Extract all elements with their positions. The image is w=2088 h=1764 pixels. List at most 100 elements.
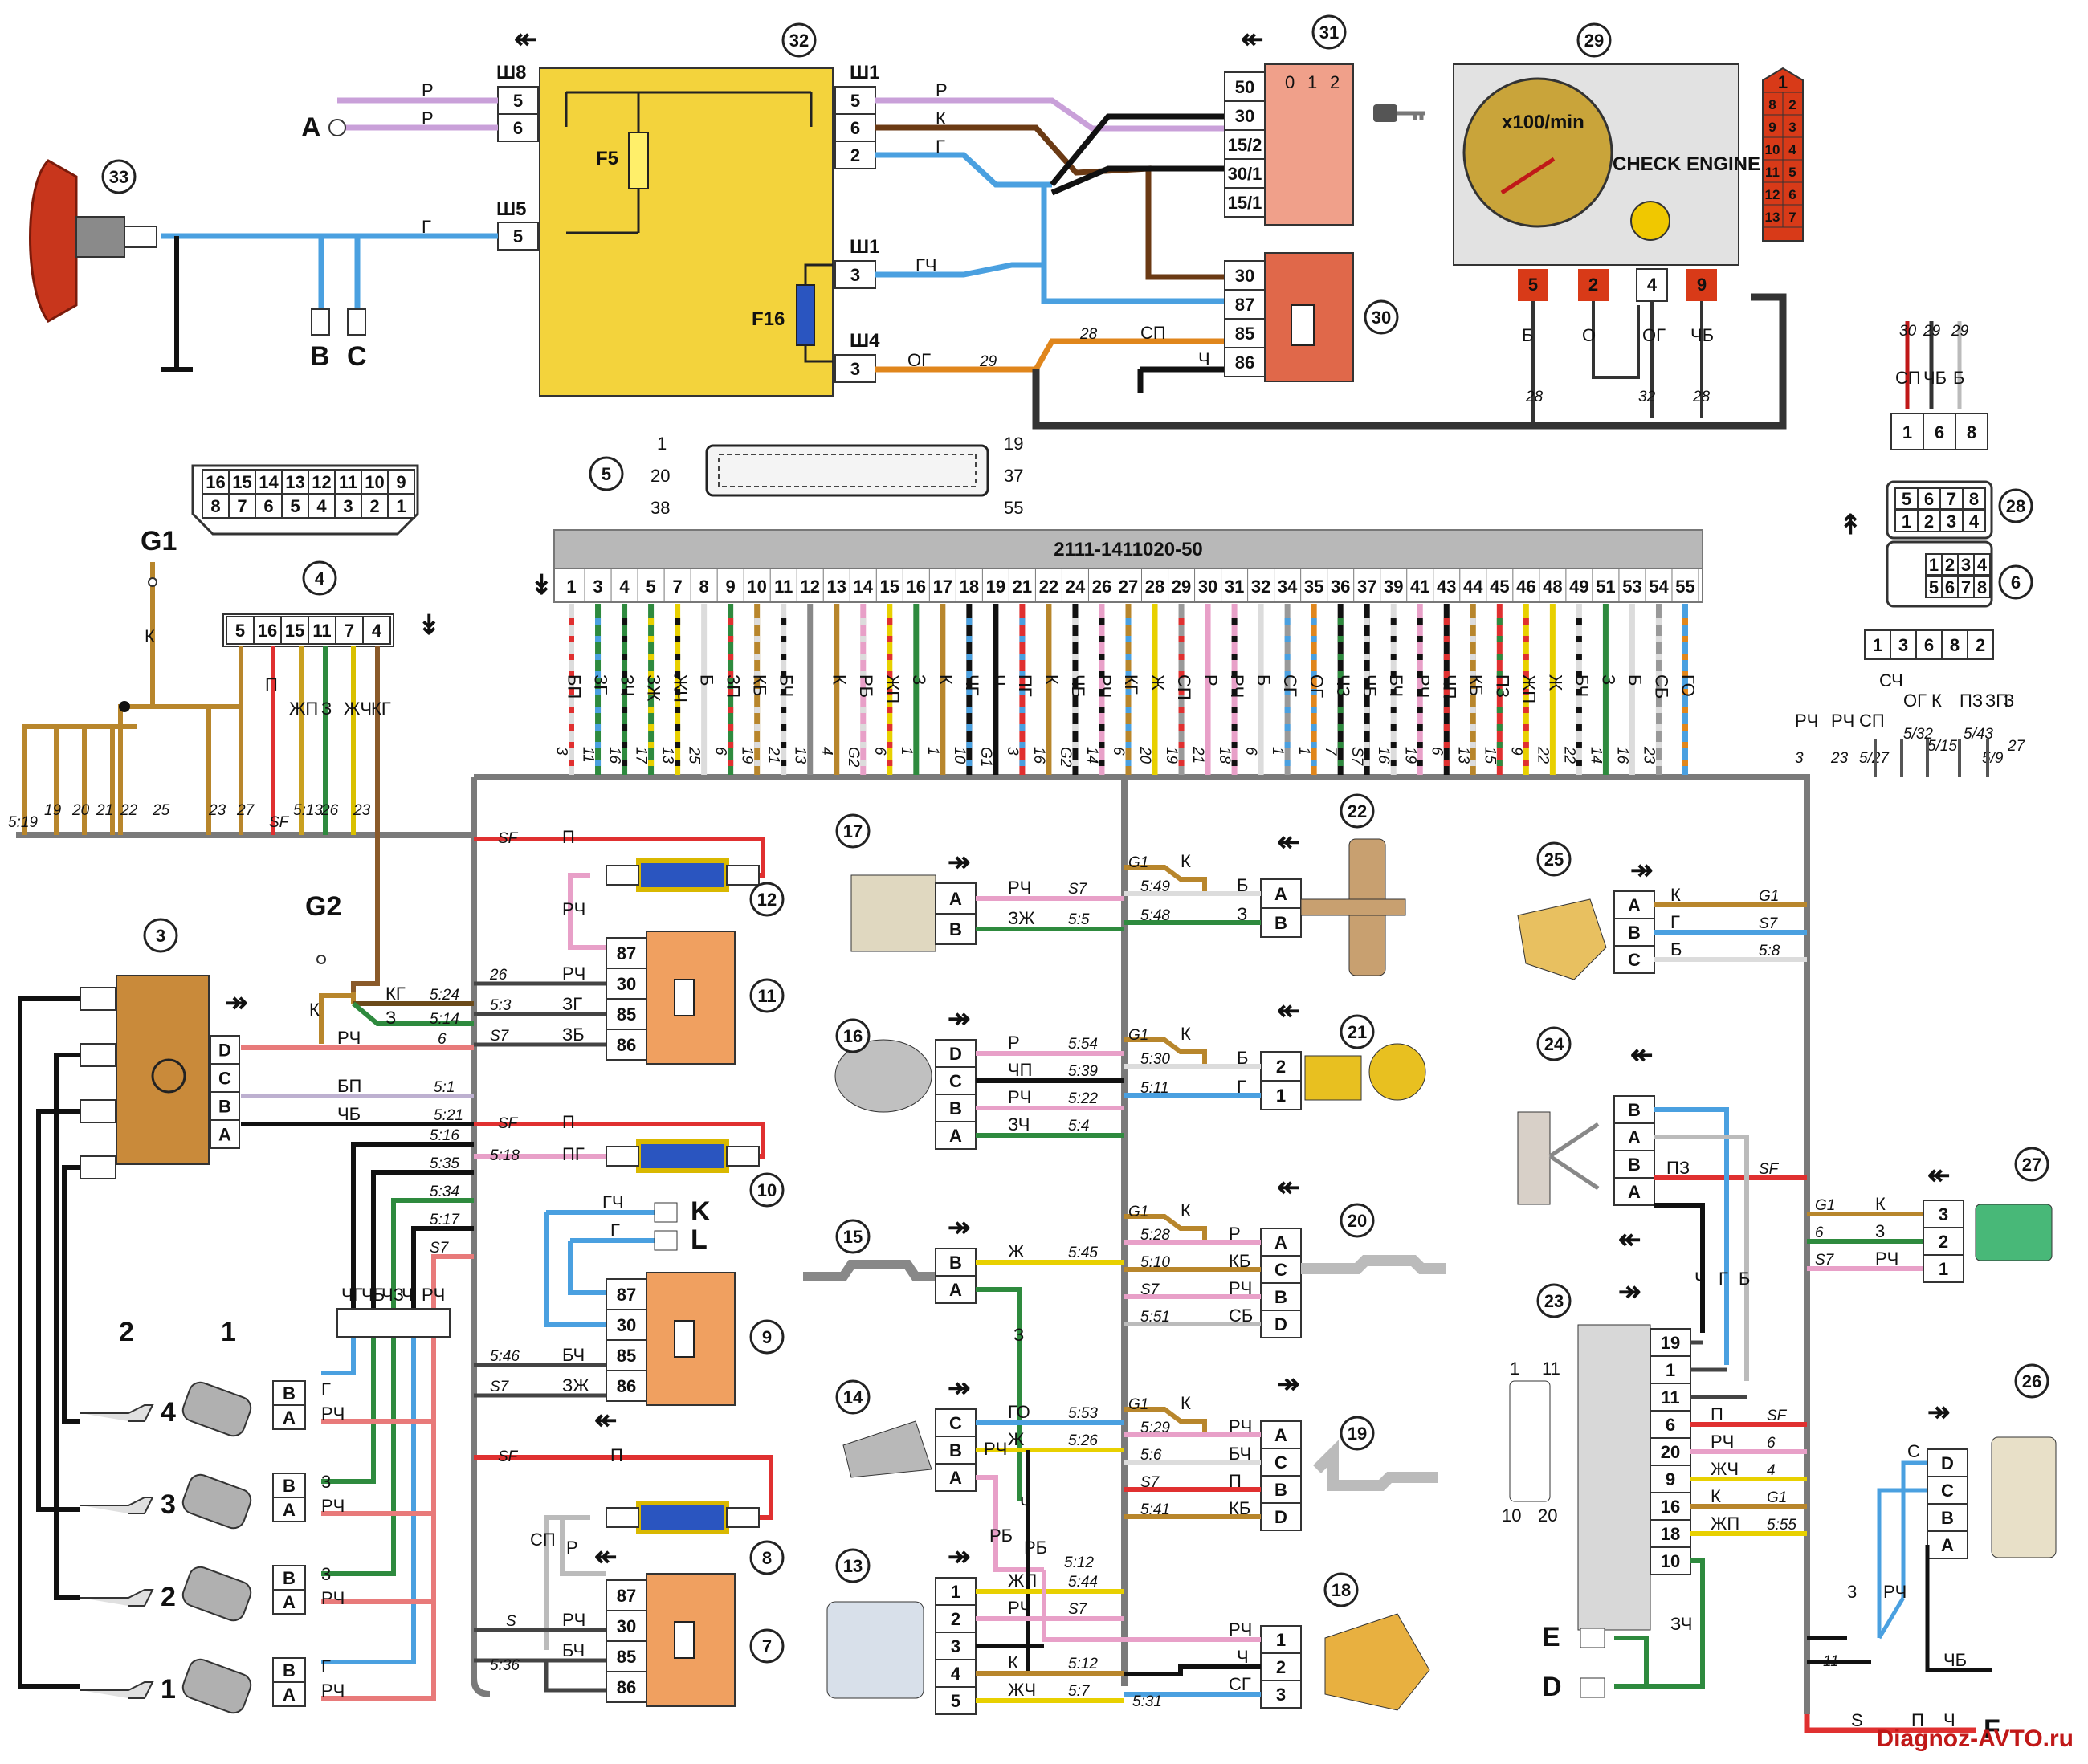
component-number: 3	[156, 926, 165, 946]
wire-label: Р	[422, 108, 434, 128]
immo-pin: 20	[1661, 1442, 1680, 1462]
ecu-wire-ref: 15	[1481, 747, 1498, 764]
wire-ref: 5:3	[490, 997, 512, 1014]
wire-ref: 28	[1692, 389, 1711, 405]
relay-9-coil	[674, 1320, 695, 1358]
sensor15-pin: A	[949, 1280, 962, 1300]
cylinder-number: 1	[161, 1674, 176, 1705]
spark-plug-icon	[80, 1404, 154, 1422]
ecu-pin: 30	[1198, 576, 1217, 597]
obd-pin: 11	[339, 472, 357, 492]
ecu-wire-ref: G2	[1057, 747, 1074, 768]
ecu-wire-ref: 16	[1375, 747, 1392, 764]
injector-icon	[181, 1658, 252, 1714]
ign-pos: 1	[1307, 72, 1317, 92]
ecu-wire-color: Р	[1201, 674, 1221, 686]
obd-pin: 16	[206, 472, 225, 492]
ecu-wire-ref: 13	[659, 747, 676, 764]
wire-label: К	[1181, 1393, 1191, 1413]
mb-right-pin: 5	[850, 91, 860, 111]
diag-pin: 16	[258, 621, 277, 641]
ecu-pin: 3	[593, 576, 602, 597]
injector-icon	[181, 1473, 252, 1530]
fuse-8	[636, 1501, 729, 1534]
ecu-wire-color: Ж	[1545, 674, 1565, 691]
ecu-wire-ref: 16	[1030, 747, 1047, 764]
injector-pin: B	[283, 1476, 296, 1496]
component-number: 19	[1348, 1424, 1367, 1444]
sensor24-pin-box	[1613, 1177, 1655, 1206]
component-badge	[1340, 1416, 1375, 1451]
wire-ref: G1	[1815, 1197, 1835, 1214]
sh1-mid-label: Ш1	[850, 236, 879, 258]
wire-label: ЗЧ	[1670, 1614, 1692, 1634]
check-engine-label: CHECK ENGINE	[1613, 153, 1760, 175]
sensor17-pin: B	[949, 919, 962, 939]
knock-sensor-icon	[803, 1260, 936, 1281]
wire-label: РЧ	[984, 1439, 1007, 1459]
ecu-wire-ref: 11	[580, 747, 597, 763]
ecu-pin: 37	[1357, 576, 1376, 597]
component-badge	[143, 918, 178, 953]
component-badge	[302, 560, 337, 596]
ecu-wire-ref: 6	[1428, 747, 1445, 756]
spark-plug-icon	[80, 1497, 154, 1514]
wire-label: СП	[1859, 711, 1885, 731]
pinmap-cell: 2	[1788, 97, 1796, 112]
spark-plug-icon	[80, 1589, 154, 1607]
relay9-wires	[474, 1363, 606, 1398]
wire-label: РЧ	[1229, 1416, 1252, 1436]
wire-label: РЧ	[321, 1403, 345, 1424]
wire-ref: 5:21	[434, 1107, 463, 1124]
diag-pin-box	[308, 616, 336, 645]
wire-ref: SF	[498, 830, 519, 847]
ign-pin: 15/1	[1228, 193, 1262, 213]
sensor25-pin: B	[1628, 923, 1641, 943]
wire-ref: S7	[490, 1028, 510, 1045]
ecu-wire-color: БЧ	[1386, 674, 1406, 697]
ecu-wire-color: ЖП	[883, 674, 903, 703]
conn28-pin: 4	[1969, 511, 1980, 532]
wire-ref: 5:7	[1068, 1683, 1091, 1700]
wire-ref: 28	[1525, 389, 1544, 405]
wire-label: ЧБ	[361, 1285, 385, 1305]
sensor19-pin: C	[1274, 1452, 1287, 1473]
wire-ref: SF	[269, 814, 290, 831]
ecu-wire-color: ЧБ	[1068, 674, 1088, 698]
fuse-10-end	[606, 1146, 639, 1167]
sensor21-pin-box	[1260, 1051, 1302, 1082]
wire-ref: 3	[1795, 750, 1804, 767]
sensor20-pin: C	[1274, 1260, 1287, 1280]
wire-label: Б	[1739, 1269, 1750, 1289]
wire-ref: SF	[498, 1115, 519, 1132]
component-number: 15	[843, 1227, 863, 1247]
component-number: 23	[1544, 1291, 1564, 1311]
mb-left-pin: 5	[513, 91, 523, 111]
obd-pin: 13	[285, 472, 304, 492]
sensor26-pin: C	[1941, 1481, 1954, 1501]
ign-pin: 50	[1235, 77, 1254, 97]
node-c: C	[347, 341, 367, 372]
obd-pin-box	[361, 469, 389, 495]
sensor24-pin-box	[1613, 1095, 1655, 1124]
sensor-wire	[1654, 1203, 1705, 1333]
wire-ref: 11	[1823, 1653, 1839, 1670]
tachometer-label: x100/min	[1502, 112, 1584, 133]
wire-ref: 5:49	[1140, 878, 1170, 895]
sensor26-pin-box	[1927, 1530, 1968, 1559]
injector-pin: B	[283, 1660, 296, 1680]
node-a-terminal	[328, 119, 346, 136]
obd-pin: 15	[232, 472, 251, 492]
cluster-pin: 2	[1588, 275, 1598, 295]
component-number: 25	[1544, 849, 1564, 870]
component-number: 32	[789, 31, 809, 51]
sensor-wire	[976, 1287, 1022, 1501]
canister-valve-icon	[1975, 1204, 2053, 1261]
wire-label: 11	[1542, 1359, 1560, 1379]
wire-ref: 5:53	[1068, 1405, 1098, 1422]
sensor26-pin: B	[1941, 1508, 1954, 1528]
ecu-wire-color: БП	[565, 674, 585, 699]
